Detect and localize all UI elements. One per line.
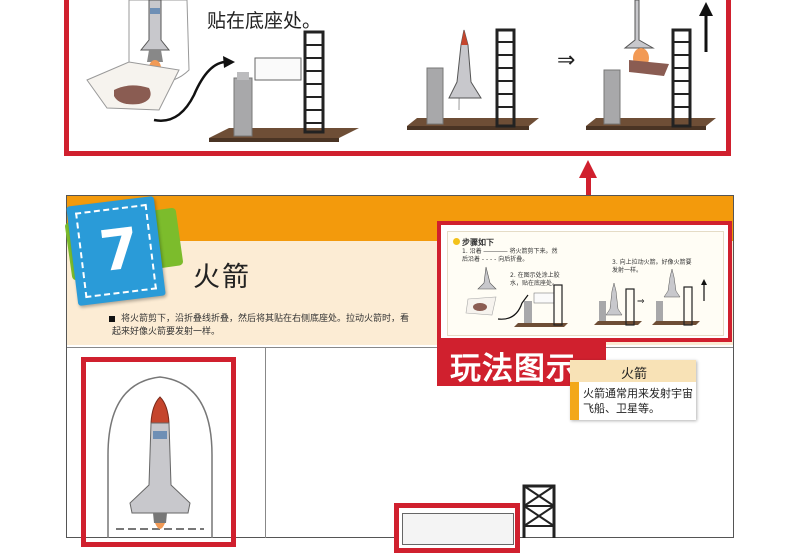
bullet-icon: [109, 316, 115, 322]
inset-step-1: 1. 沿着 ―――― 将火箭剪下来。然后沿着 - - - - 向后折叠。: [462, 248, 558, 263]
info-card-header: [570, 360, 696, 382]
inset-step-2: 2. 在图示处涂上胶水，贴在底座处。: [510, 272, 560, 287]
connector-arrow-icon: [579, 160, 597, 178]
steps-dot-icon: [453, 238, 460, 245]
info-card-title: 火箭: [621, 367, 648, 382]
zoom-illustration: [86, 0, 716, 142]
inset-steps-title: 步骤如下: [462, 238, 494, 247]
info-card-body: 火箭通常用来发射宇宙飞船、卫星等。: [583, 387, 693, 415]
next-arrow-icon: ⇒: [557, 48, 576, 73]
inset-illustration: [465, 266, 707, 327]
lesson-title: 火箭: [193, 262, 251, 293]
zoom-caption: 贴在底座处。: [207, 10, 322, 32]
launch-tower: [522, 484, 556, 538]
lesson-number: 7: [96, 215, 143, 286]
column-divider: [265, 347, 266, 538]
inset-card: [447, 231, 724, 336]
base-panel: [402, 513, 514, 545]
inset-next-arrow-icon: ⇒: [637, 297, 645, 307]
info-card-side-strip: [570, 382, 579, 420]
inset-step-3: 3. 向上拉动火箭。好像火箭要发射一样。: [612, 259, 692, 274]
lesson-instructions: 将火箭剪下，沿折叠线折叠，然后将其贴在右侧底座处。拉动火箭时，看起来好像火箭要发…: [112, 314, 410, 337]
content-divider: [67, 347, 733, 348]
play-label: 玩法图示: [450, 351, 578, 387]
rocket-cutout: [107, 376, 213, 538]
